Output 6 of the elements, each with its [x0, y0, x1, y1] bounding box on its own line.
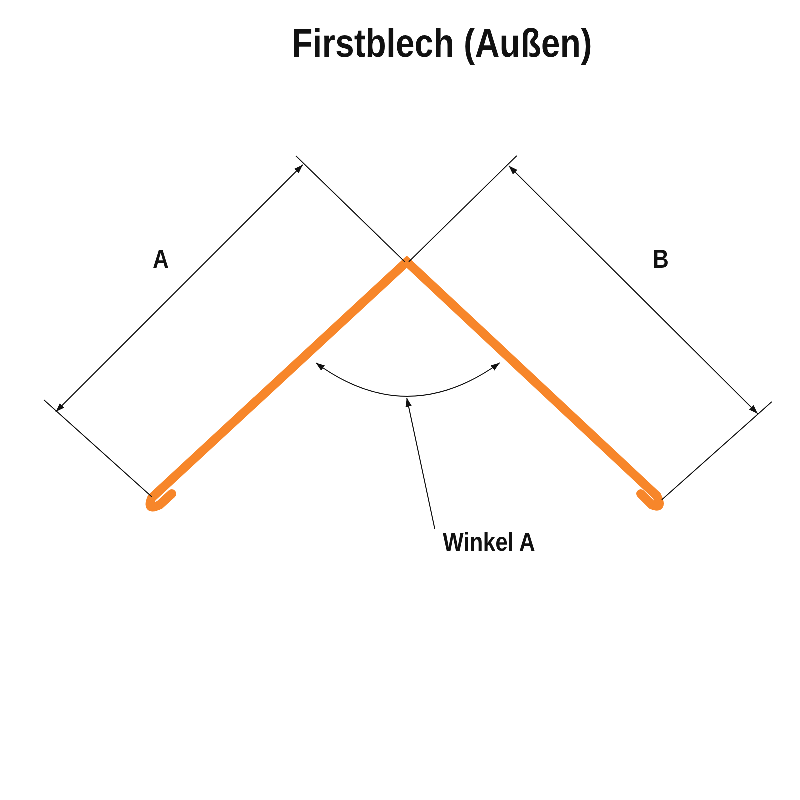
diagram-title: Firstblech (Außen): [292, 22, 592, 67]
angle-arc: [316, 362, 500, 397]
angle-label: Winkel A: [443, 527, 536, 558]
dimension-label: A: [153, 244, 169, 275]
leader-line: [406, 398, 436, 530]
dimension-label: B: [653, 244, 669, 275]
